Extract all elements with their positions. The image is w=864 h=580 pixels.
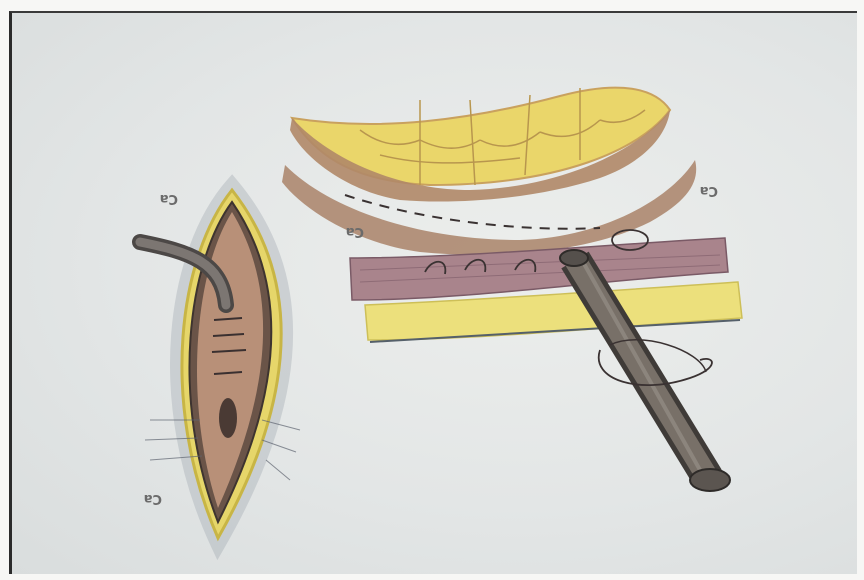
label-ca-left-bottom: Ca xyxy=(144,491,162,506)
wound-incision-drawing xyxy=(140,185,300,545)
label-ca-right-left: Ca xyxy=(346,224,364,239)
tissue-cross-section-drawing xyxy=(282,88,742,491)
label-ca-right-right: Ca xyxy=(700,183,718,198)
label-ca-left-top: Ca xyxy=(160,191,178,206)
